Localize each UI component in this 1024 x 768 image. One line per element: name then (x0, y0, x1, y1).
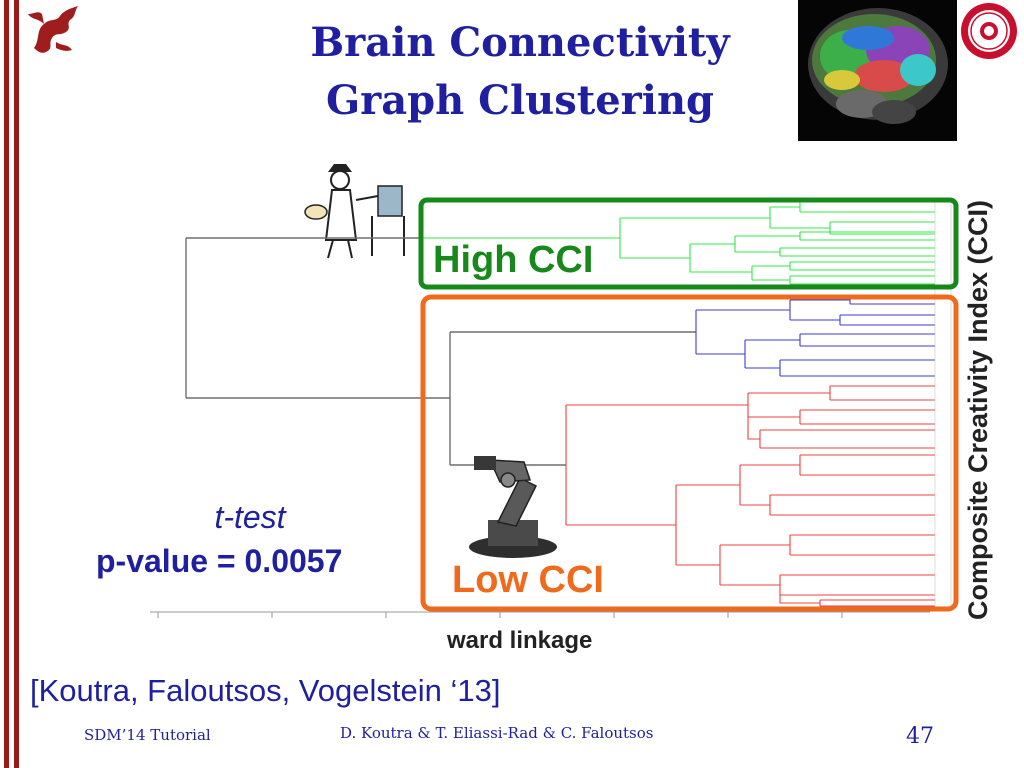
low-cci-label: Low CCI (452, 557, 604, 603)
citation: [Koutra, Faloutsos, Vogelstein ‘13] (30, 671, 500, 711)
artist-cartoon (303, 160, 413, 264)
ward-linkage-label: ward linkage (447, 625, 592, 657)
high-cci-label: High CCI (433, 237, 593, 283)
t-test-label: t-test (150, 497, 350, 537)
robot-arm-image (469, 456, 557, 558)
leaf-labels (935, 200, 951, 610)
blue-subcluster (696, 296, 935, 376)
cci-axis-text: Composite Creativity Index (CCI) (963, 200, 993, 620)
footer-left: SDM’14 Tutorial (84, 726, 211, 744)
page-number: 47 (906, 724, 934, 749)
p-value-label: p-value = 0.0057 (96, 541, 342, 581)
footer-center: D. Koutra & T. Eliassi-Rad & C. Faloutso… (340, 724, 653, 742)
x-axis (150, 612, 930, 618)
cci-axis-label: Composite Creativity Index (CCI) (960, 185, 996, 635)
red-subcluster (566, 386, 935, 606)
